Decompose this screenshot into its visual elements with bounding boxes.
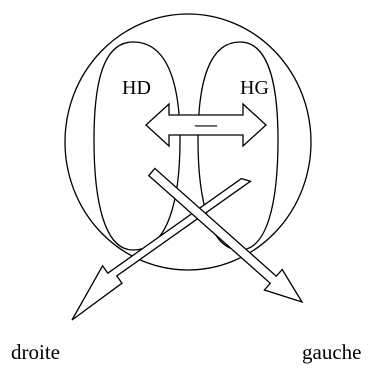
hemisphere-label-hg: HG [240, 77, 269, 99]
crossing-arrow-to-gauche [147, 167, 304, 304]
brain-outline [64, 13, 312, 271]
crossing-arrow-to-droite [71, 177, 252, 321]
exchange-bar-symbol: — [194, 111, 218, 136]
interhemispheric-double-arrow [145, 102, 267, 148]
right-hemisphere-lobe [93, 41, 181, 251]
label-droite: droite [11, 340, 60, 364]
hemisphere-label-hd: HD [122, 77, 151, 99]
label-gauche: gauche [302, 340, 362, 364]
